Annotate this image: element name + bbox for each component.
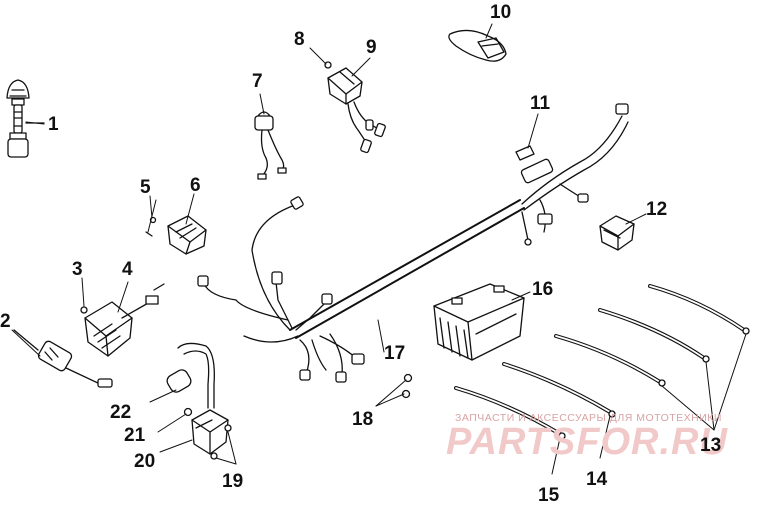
part-15-cable [454,386,566,440]
part-19-screws [210,424,232,460]
callout-17: 17 [384,343,406,364]
callout-19: 19 [222,471,244,492]
part-13-cables [554,284,750,387]
callout-11: 11 [530,93,551,114]
callout-10: 10 [490,2,512,23]
callout-16: 16 [532,279,554,300]
part-11-fuse [515,145,535,161]
callout-14: 14 [586,469,608,490]
part-14-cable [502,362,616,418]
part-22-spark-cap [166,342,215,409]
part-1-switch [6,79,45,158]
part-12-relay [599,215,635,251]
callout-6: 6 [190,175,201,196]
callout-21: 21 [124,425,146,446]
part-7-switch [254,111,287,180]
watermark-caption: ЗАПЧАСТИ И АКСЕССУАРЫ ДЛЯ МОТОТЕХНИКИ [455,412,722,424]
leader-lines [11,23,747,475]
callout-12: 12 [646,199,668,220]
callout-1: 1 [48,114,59,135]
part-8-screw [324,61,332,69]
part-9-cdi [327,67,386,154]
part-17-harness [197,103,629,383]
part-10-cover [448,29,507,62]
part-16-battery [433,283,525,361]
part-4-regulator [84,283,165,357]
callout-13: 13 [700,435,722,456]
callout-3: 3 [72,259,83,280]
callout-20: 20 [134,451,156,472]
callout-15: 15 [538,485,560,506]
callout-5: 5 [140,177,151,198]
callout-4: 4 [122,259,133,280]
callout-22: 22 [110,402,132,423]
part-3-bolt [80,306,88,314]
callout-9: 9 [366,37,377,58]
part-6-relay [167,215,207,255]
callout-7: 7 [252,71,263,92]
callout-8: 8 [294,29,305,50]
part-20-coil [191,409,229,455]
callout-2: 2 [0,311,11,332]
watermark-logo: PARTSFOR.RU [446,421,728,463]
callout-18: 18 [352,409,374,430]
part-2-sensor [13,329,113,388]
